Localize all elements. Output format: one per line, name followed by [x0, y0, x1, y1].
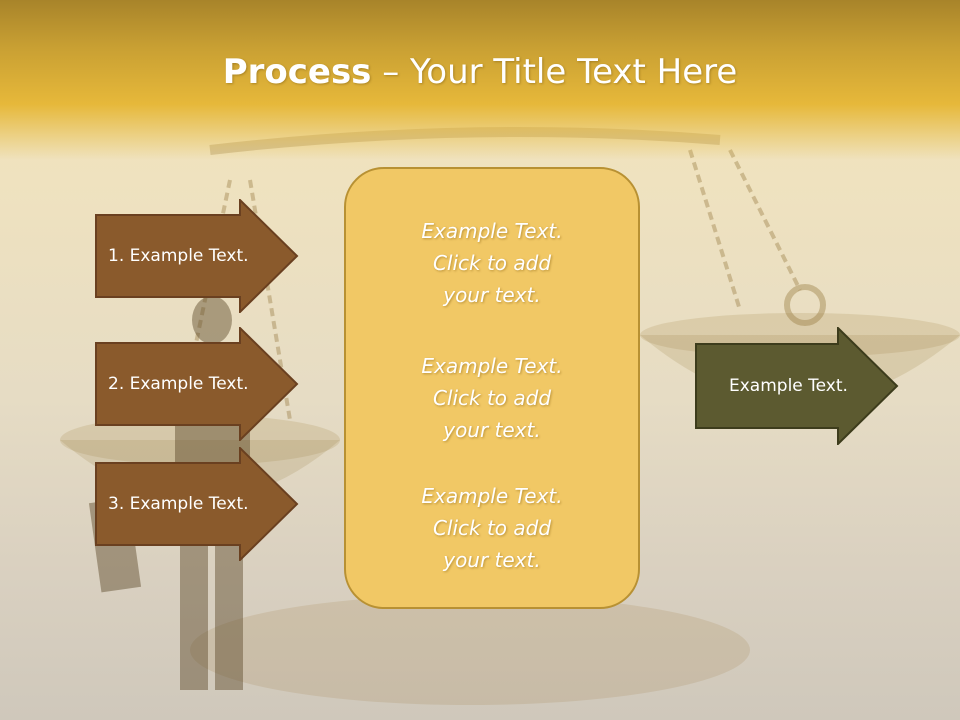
step-arrow-1-label: 1. Example Text.	[108, 246, 249, 266]
slide-title[interactable]: Process – Your Title Text Here	[0, 52, 960, 92]
para-2-line-3: your text.	[443, 418, 541, 442]
step-arrow-1[interactable]: 1. Example Text.	[95, 199, 300, 313]
center-paragraph-2: Example Text. Click to add your text.	[346, 350, 638, 446]
title-rest: – Your Title Text Here	[371, 52, 738, 92]
result-arrow[interactable]: Example Text.	[695, 327, 900, 445]
para-3-line-2: Click to add	[432, 516, 552, 540]
para-3-line-3: your text.	[443, 548, 541, 572]
para-3-line-1: Example Text.	[421, 484, 563, 508]
title-bold: Process	[222, 52, 372, 92]
center-text-box[interactable]: Example Text. Click to add your text. Ex…	[344, 167, 640, 609]
para-2-line-2: Click to add	[432, 386, 552, 410]
step-arrow-2[interactable]: 2. Example Text.	[95, 327, 300, 441]
para-1-line-1: Example Text.	[421, 219, 563, 243]
step-arrow-2-label: 2. Example Text.	[108, 374, 249, 394]
para-2-line-1: Example Text.	[421, 354, 563, 378]
step-arrow-3[interactable]: 3. Example Text.	[95, 447, 300, 561]
result-arrow-label: Example Text.	[729, 376, 848, 396]
para-1-line-2: Click to add	[432, 251, 552, 275]
title-band	[0, 0, 960, 160]
para-1-line-3: your text.	[443, 283, 541, 307]
center-paragraph-1: Example Text. Click to add your text.	[346, 215, 638, 311]
center-paragraph-3: Example Text. Click to add your text.	[346, 480, 638, 576]
step-arrow-3-label: 3. Example Text.	[108, 494, 249, 514]
